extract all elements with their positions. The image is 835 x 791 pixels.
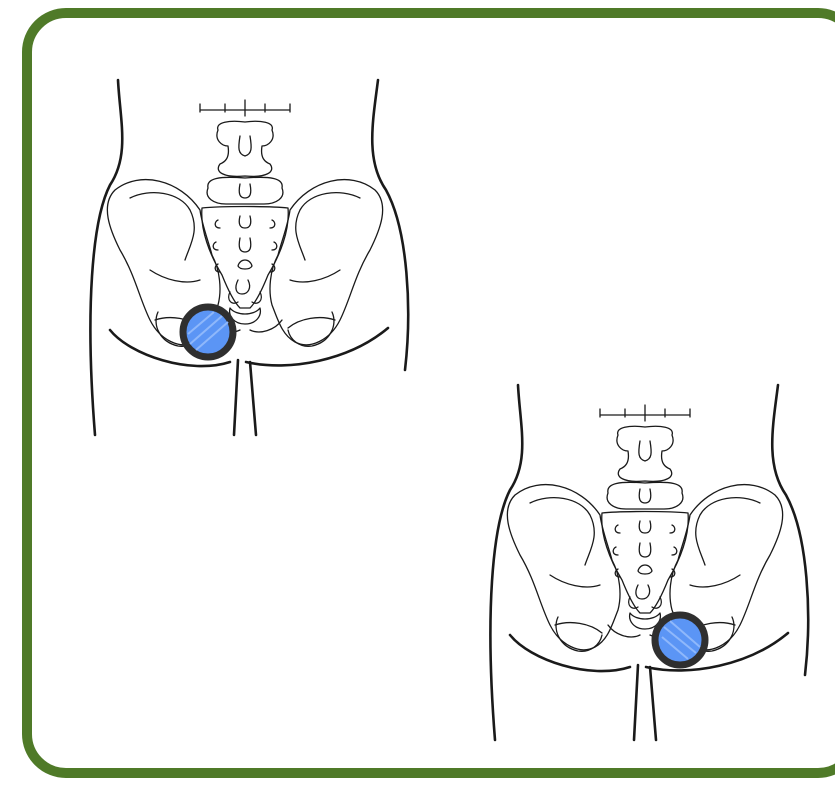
pelvis-illustration-top-left [90, 80, 408, 435]
pelvis-illustration-bottom-right [490, 385, 808, 740]
injection-site-marker-left [183, 307, 233, 357]
injection-site-marker-right [655, 615, 705, 665]
